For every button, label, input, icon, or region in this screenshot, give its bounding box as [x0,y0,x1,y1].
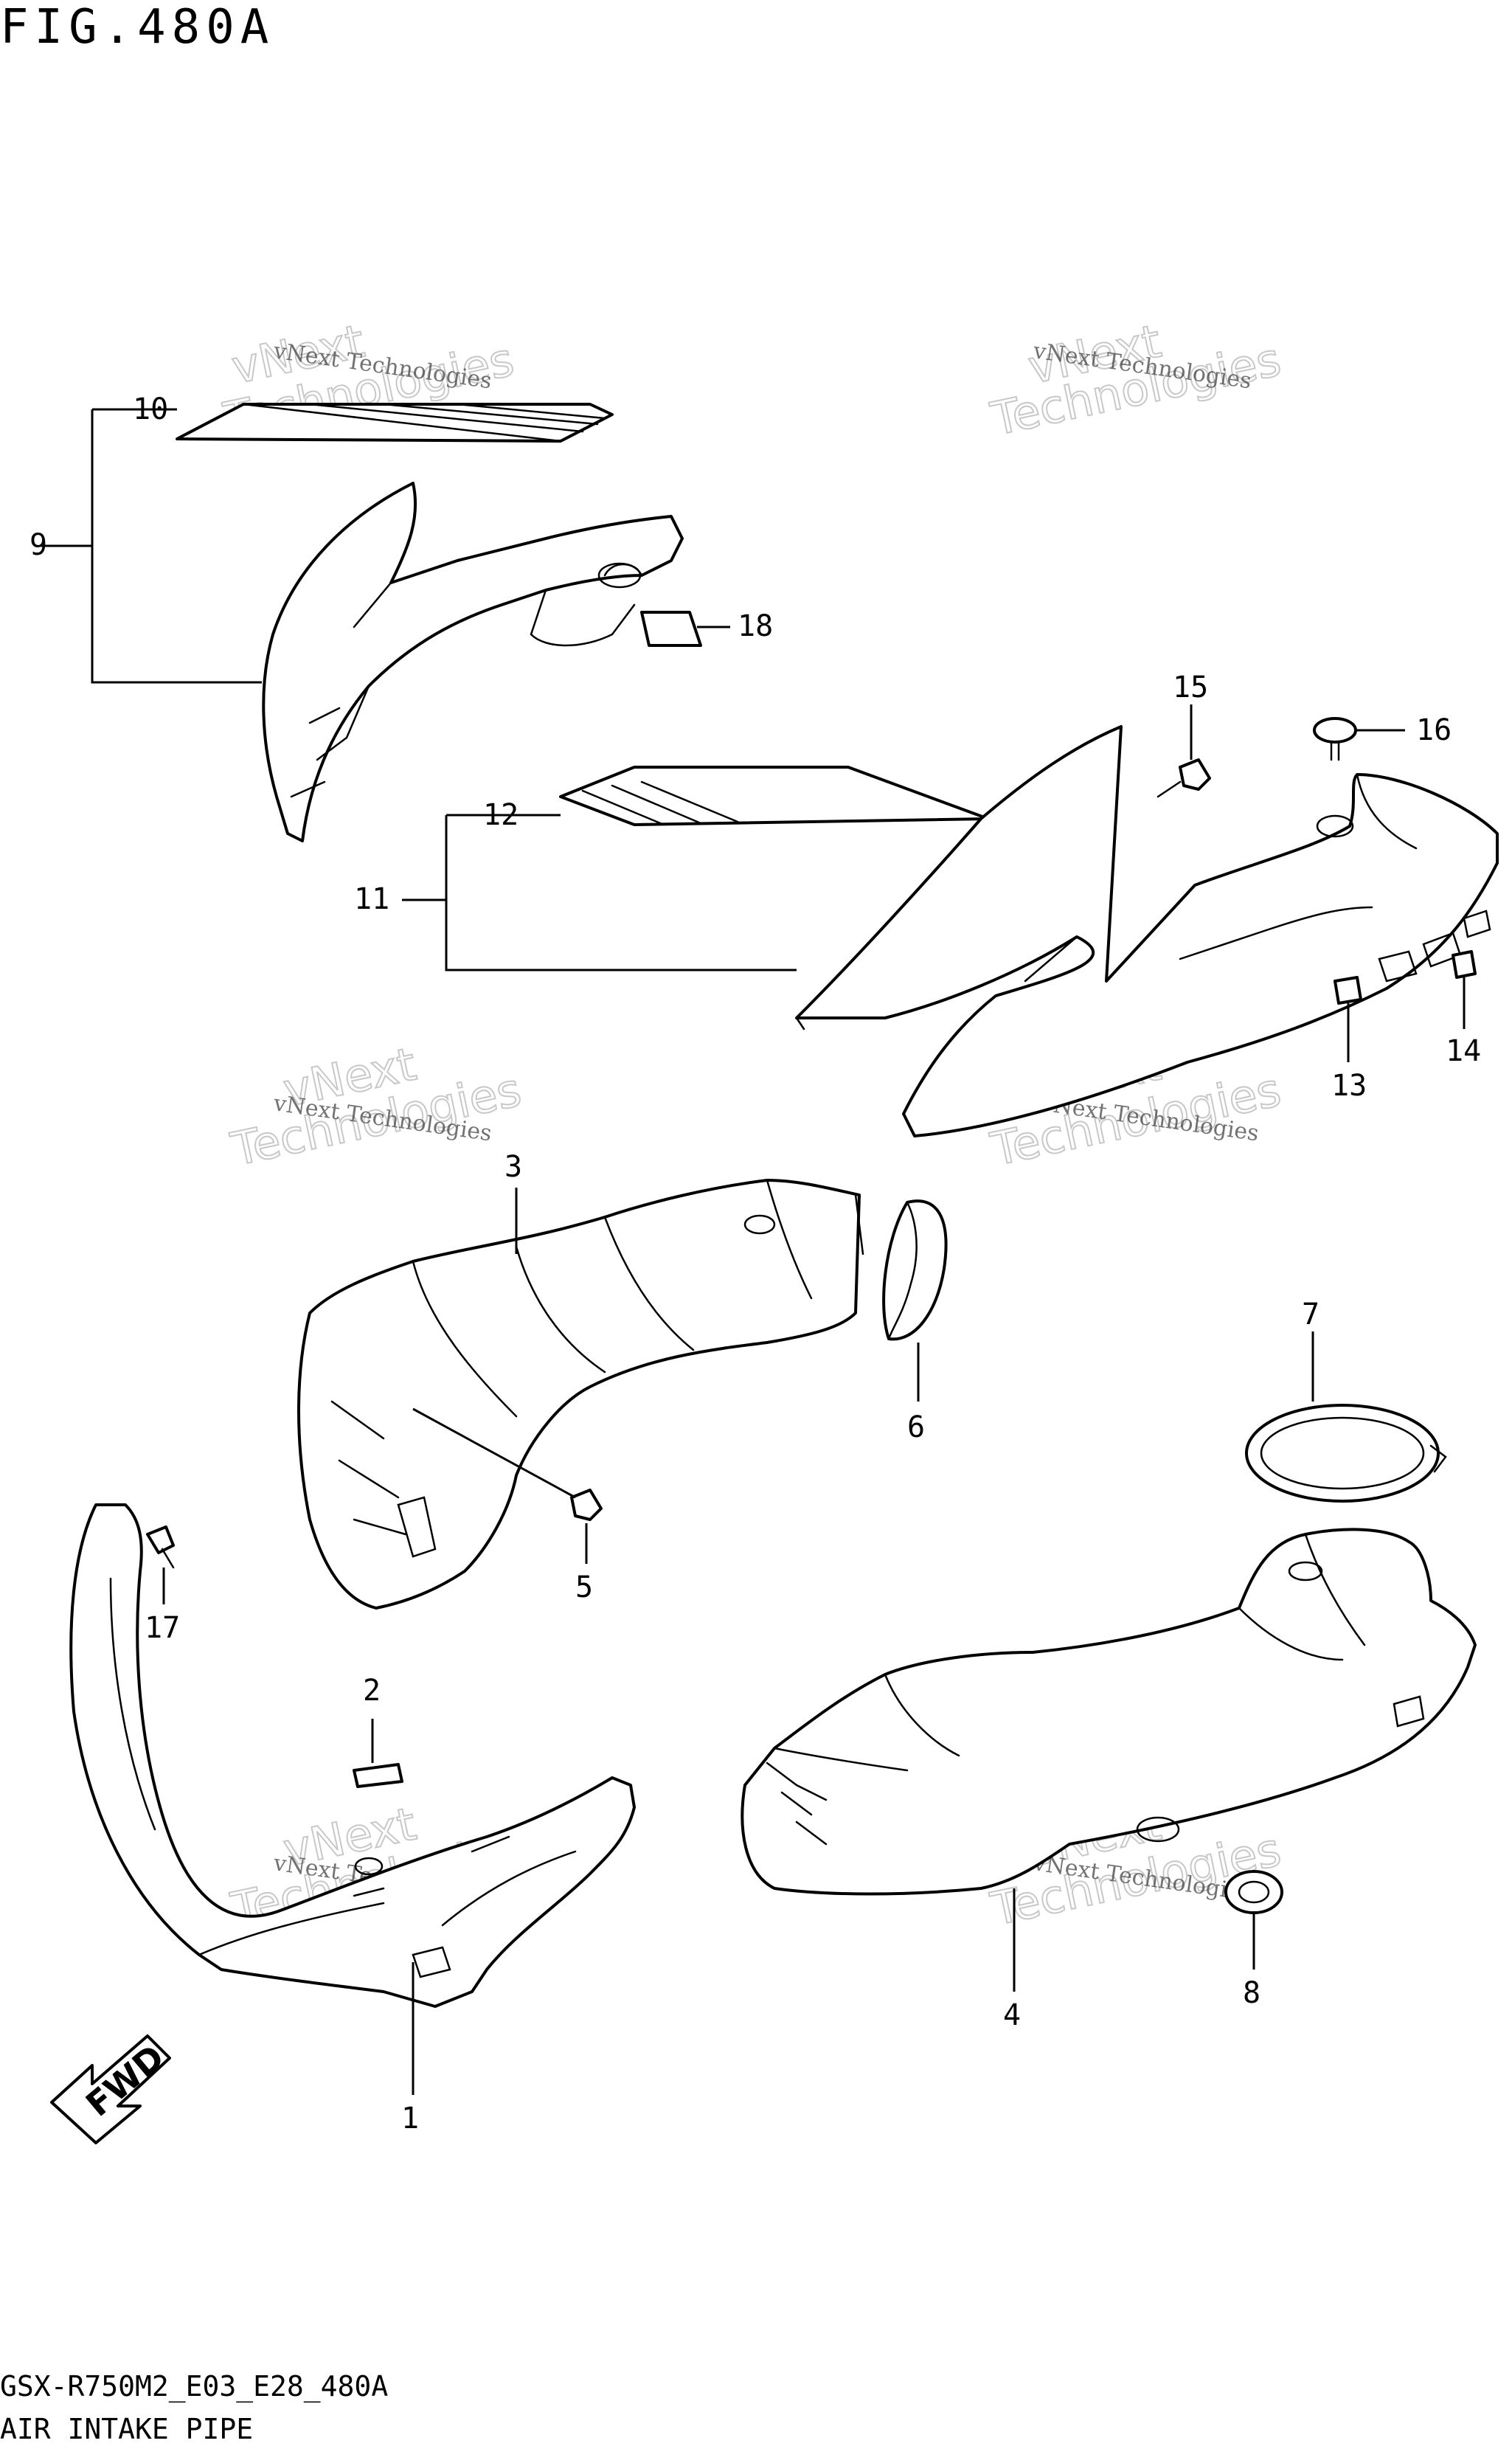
part-5-clip [412,1407,603,1521]
part-15-screw [1156,758,1211,798]
part-11-side-cowling [402,725,1499,1137]
callout-2: 2 [363,1674,381,1708]
callout-9: 9 [30,528,47,562]
part-18-label [640,611,702,647]
ring-outer [1245,1404,1440,1503]
callout-12: 12 [483,798,519,832]
callout-4: 4 [1003,1998,1021,2032]
part-4-lower-intake [741,1528,1477,1896]
duct-4-body [741,1528,1477,1896]
screw-head [1179,758,1211,791]
callout-10: 10 [133,392,168,426]
part-9-upper-cowling-left [41,403,730,842]
callouts: 1 2 3 4 5 6 7 8 9 10 11 12 13 14 15 16 1… [30,392,1481,2135]
callout-8: 8 [1243,1976,1260,2010]
callout-11: 11 [354,882,389,916]
callout-7: 7 [1302,1298,1319,1331]
part-1-lower-duct [69,1503,636,2008]
screw-head [146,1525,175,1554]
cowling-shell [795,725,1499,1137]
leader-lines [162,704,1466,2095]
part-7-ring-seal [1245,1404,1447,1503]
part-16-grommet [1313,717,1357,761]
callout-16: 16 [1416,713,1452,747]
part-17-screw [146,1525,175,1569]
callout-17: 17 [145,1611,180,1645]
part-3-intake-duct [297,1179,864,1610]
grommet-head [1313,717,1357,744]
callout-14: 14 [1446,1034,1481,1068]
label-2 [353,1763,403,1788]
clip-body [570,1489,603,1521]
arrow-shape [50,2034,171,2144]
part-14-nut [1452,950,1477,979]
part-13-clip [1334,976,1362,1005]
callout-1: 1 [401,2102,419,2135]
part-8-grommet [1224,1870,1283,1914]
part-12-decal [559,766,990,826]
figure-title: FIG.480A [0,0,274,55]
callout-15: 15 [1173,671,1208,704]
part-6-seal [882,1199,948,1341]
duct-body [297,1179,861,1610]
callout-18: 18 [738,609,773,643]
figure-code: GSX-R750M2_E03_E28_480A [0,2370,388,2403]
duct-1-body [69,1503,636,2008]
watermark-mid-left: vNext Technologies vNext Technologies [226,1036,527,1177]
nut-14 [1452,950,1477,979]
figure-caption: AIR INTAKE PIPE [0,2413,253,2445]
grommet-8 [1224,1870,1283,1914]
callout-6: 6 [907,1410,925,1444]
callout-5: 5 [575,1570,593,1604]
callout-13: 13 [1331,1069,1367,1103]
part-2-label [353,1763,403,1788]
clip-13 [1334,976,1362,1005]
callout-3: 3 [504,1150,522,1184]
cowling-shell [262,482,684,842]
fwd-arrow: FWD [50,2034,172,2144]
watermark-top-right: vNext Technologies vNext Technologies [985,314,1286,447]
